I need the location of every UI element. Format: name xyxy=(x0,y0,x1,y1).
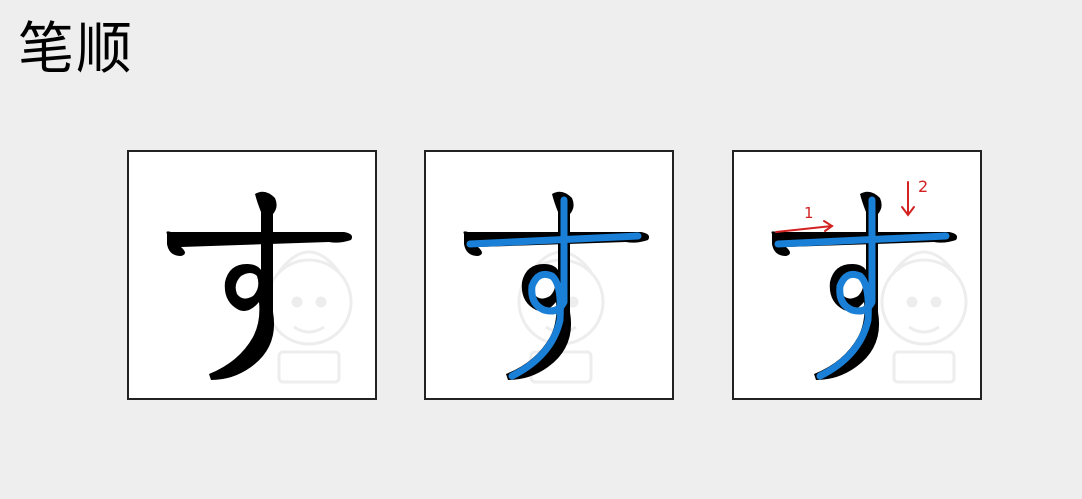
stroke-panel-traced: 均 xyxy=(424,150,674,400)
stroke-2-number: 2 xyxy=(918,177,928,196)
mascot-watermark-icon xyxy=(880,250,968,384)
stroke-trace xyxy=(466,196,642,380)
character-glyph: 限 xyxy=(166,191,353,384)
stroke-1-number: 1 xyxy=(804,204,814,222)
stroke-2-arrow-icon xyxy=(901,181,915,217)
hiragana-su-glyph xyxy=(166,191,353,380)
character-glyph: 均 xyxy=(463,191,650,384)
character-glyph: 1 2 xyxy=(771,177,968,384)
stroke-1-arrow-icon xyxy=(775,220,834,233)
page-title: 笔顺 xyxy=(18,17,134,82)
stroke-trace xyxy=(774,196,950,380)
stroke-panel-numbered: 1 2 xyxy=(732,150,982,400)
mascot-watermark-icon xyxy=(265,250,353,384)
stroke-panel-full-character: 限 xyxy=(127,150,377,400)
